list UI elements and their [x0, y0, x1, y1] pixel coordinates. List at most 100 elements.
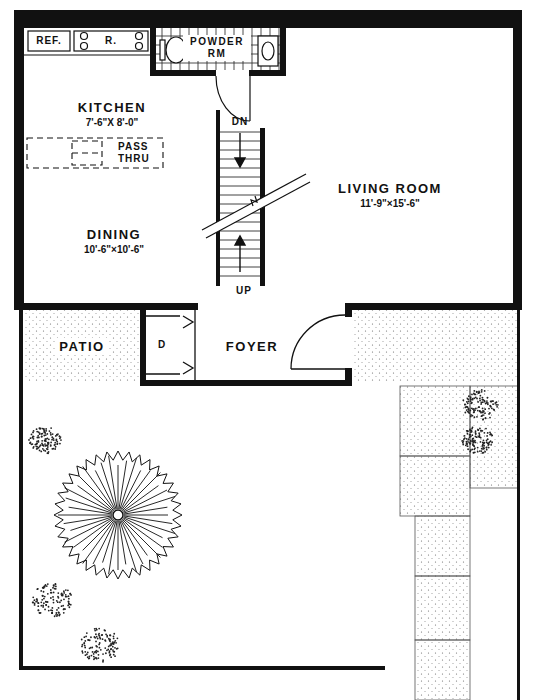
shrub-dot: [57, 443, 59, 445]
shrub-dot: [484, 417, 486, 419]
shrub-dot: [470, 398, 472, 400]
shrub-dot: [45, 430, 47, 432]
shrub-dot: [481, 415, 483, 417]
shrub-dot: [481, 389, 483, 391]
shrub-dot: [109, 634, 111, 636]
room-label: PATIO: [56, 338, 107, 355]
shrub-dot: [471, 434, 473, 436]
shrub-dot: [468, 408, 470, 410]
shrub-dot: [474, 451, 476, 453]
shrub-dot: [488, 447, 490, 449]
shrub-dot: [60, 600, 62, 602]
shrub-dot: [45, 604, 47, 606]
room-name: LIVING ROOM: [338, 181, 442, 196]
shrub-dot: [470, 435, 472, 437]
shrub-dot: [51, 592, 53, 594]
shrub-dot: [462, 442, 464, 444]
shrub-dot: [95, 641, 97, 643]
shrub-dot: [57, 433, 59, 435]
shrub-dot: [81, 639, 83, 641]
shrub-dot: [484, 408, 486, 410]
stair-arrows: [235, 133, 245, 272]
shrub-dot: [489, 441, 491, 443]
shrub-dot: [50, 589, 52, 591]
shrub-dot: [51, 448, 53, 450]
shrub-dot: [59, 437, 61, 439]
shrub-dot: [476, 416, 478, 418]
shrub-dot: [46, 433, 48, 435]
shrub-dot: [481, 430, 483, 432]
shrub-dot: [56, 615, 58, 617]
shrub-dot: [464, 404, 466, 406]
shrub-dot: [462, 399, 464, 401]
shrub-dot: [490, 434, 492, 436]
shrub-dot: [31, 434, 33, 436]
shrub-dot: [496, 401, 498, 403]
shrub-dot: [483, 443, 485, 445]
shrub-dot: [43, 449, 45, 451]
room-label: POWDER RM: [183, 35, 251, 61]
shrub-dot: [68, 601, 70, 603]
shrub-dot: [53, 439, 55, 441]
shrub-dot: [38, 602, 40, 604]
shrub-dot: [117, 647, 119, 649]
shrub-dot: [56, 441, 58, 443]
shrub-dot: [53, 592, 55, 594]
shrub-dot: [112, 646, 114, 648]
shrub-dot: [96, 646, 98, 648]
shrub-dot: [68, 595, 70, 597]
tree-branch: [124, 507, 167, 514]
shrub-dot: [41, 443, 43, 445]
stair-tread: [220, 186, 260, 187]
shrub-dot: [52, 599, 54, 601]
shrub-dot: [478, 436, 480, 438]
shrub-dot: [471, 431, 473, 433]
shrub-dot: [42, 428, 44, 430]
shrub-dot: [42, 444, 44, 446]
shrub-dot: [115, 642, 117, 644]
shrub-dot: [102, 661, 104, 663]
shrub-dot: [99, 636, 101, 638]
shrub-dot: [53, 584, 55, 586]
shrub-dot: [480, 441, 482, 443]
tree-branch: [124, 496, 175, 513]
tree-branch: [101, 463, 116, 510]
shrub-dot: [37, 588, 39, 590]
shrub-dot: [42, 595, 44, 597]
shrub-dot: [39, 449, 41, 451]
stair-tread: [220, 177, 260, 178]
shrub-dot: [36, 448, 38, 450]
shrub-dot: [109, 640, 111, 642]
shrub-dot: [56, 600, 58, 602]
shrub-dot: [50, 427, 52, 429]
room-dimension: 10'-6"×10'-6": [84, 244, 144, 255]
shrub-dot: [63, 609, 65, 611]
shrub-dot: [464, 406, 466, 408]
shrub-dot: [47, 583, 49, 585]
shrub-dot: [83, 636, 85, 638]
shrub-dot: [36, 598, 38, 600]
shrub-dot: [44, 585, 46, 587]
shrub-dot: [54, 442, 56, 444]
shrub-dot: [81, 646, 83, 648]
shrub-dot: [93, 636, 95, 638]
shrub-dot: [85, 636, 87, 638]
shrub-dot: [43, 586, 45, 588]
shrub-dot: [484, 451, 486, 453]
shrub-dot: [57, 592, 59, 594]
shrub-dot: [477, 451, 479, 453]
shrub-dot: [484, 401, 486, 403]
shrub-dot: [45, 445, 47, 447]
shrub-dot: [470, 441, 472, 443]
shrub-dot: [486, 442, 488, 444]
shrub-dot: [466, 409, 468, 411]
tree-canopy: [54, 451, 182, 579]
shrub-dot: [43, 591, 45, 593]
shrub-dot: [466, 438, 468, 440]
shrub-dot: [483, 432, 485, 434]
shrub-dot: [43, 602, 45, 604]
shrub-dot: [83, 642, 85, 644]
shrub-dot: [103, 629, 105, 631]
shrub-dot: [53, 602, 55, 604]
room-dimension: 7'-6"X 8'-0": [86, 117, 139, 128]
